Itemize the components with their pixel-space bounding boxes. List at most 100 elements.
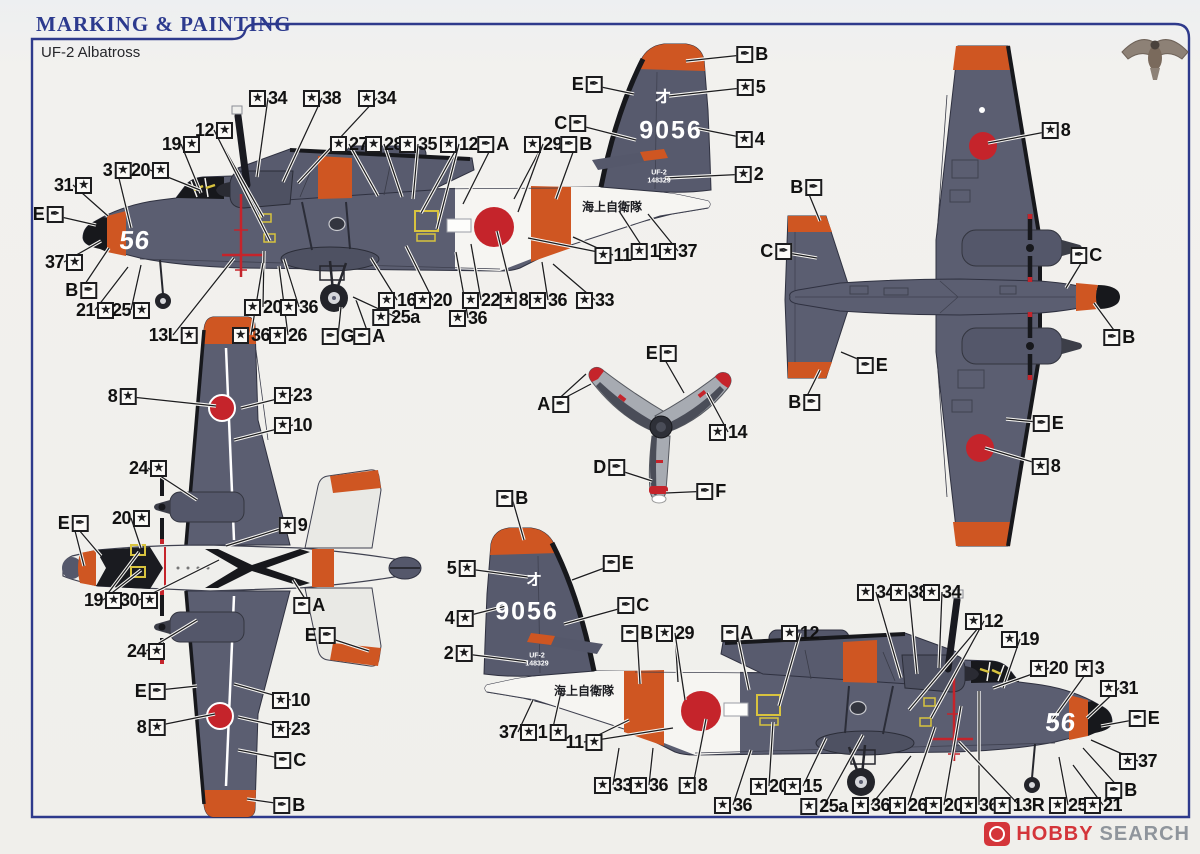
decal-icon: ★ bbox=[499, 291, 517, 309]
decal-icon: ★ bbox=[655, 624, 673, 642]
callout-paint-B: ✒B bbox=[496, 489, 528, 507]
callout-decal-37: ★37 bbox=[1118, 752, 1158, 770]
aircraft-marking: 56 bbox=[1043, 707, 1079, 737]
callout-decal-34: ★34 bbox=[922, 583, 962, 601]
callout-paint-E: E✒ bbox=[58, 514, 89, 532]
callout-paint-E: E✒ bbox=[33, 205, 64, 223]
decal-icon: ★ bbox=[594, 246, 612, 264]
decal-icon: ★ bbox=[364, 135, 382, 153]
callout-decal-1: ★1 bbox=[630, 242, 660, 260]
paint-brush-icon: ✒ bbox=[148, 682, 166, 700]
decal-icon: ★ bbox=[75, 176, 93, 194]
decal-icon: ★ bbox=[243, 298, 261, 316]
callout-text: 13R bbox=[1012, 795, 1045, 815]
decal-icon: ★ bbox=[713, 796, 731, 814]
callout-text: 35 bbox=[417, 134, 438, 154]
callout-decal-3: 3★ bbox=[103, 161, 132, 179]
callout-decal-5: ★5 bbox=[736, 78, 766, 96]
callout-text: 36 bbox=[870, 795, 891, 815]
decal-icon: ★ bbox=[148, 718, 166, 736]
decal-icon: ★ bbox=[523, 135, 541, 153]
callout-paint-A: ✒A bbox=[353, 327, 385, 345]
callout-text: A bbox=[496, 134, 509, 154]
decal-icon: ★ bbox=[455, 644, 473, 662]
callout-decal-13R: ★13R bbox=[993, 795, 1045, 815]
decal-icon: ★ bbox=[1048, 796, 1066, 814]
paint-brush-icon: ✒ bbox=[477, 135, 495, 153]
brand-hobby-text: HOBBY bbox=[1016, 822, 1094, 845]
paint-brush-icon: ✒ bbox=[602, 554, 620, 572]
paint-brush-icon: ✒ bbox=[551, 395, 569, 413]
paint-brush-icon: ✒ bbox=[1105, 781, 1123, 799]
paint-brush-icon: ✒ bbox=[496, 489, 514, 507]
callout-text: 20 bbox=[262, 297, 283, 317]
callout-paint-E: ✒E bbox=[602, 554, 634, 572]
callout-text: G bbox=[340, 326, 355, 346]
decal-icon: ★ bbox=[279, 298, 297, 316]
callout-paint-E: ✒E bbox=[1128, 709, 1160, 727]
callout-text: 20 bbox=[111, 508, 132, 528]
callout-text: 8 bbox=[697, 775, 708, 795]
callout-text: 11 bbox=[565, 732, 584, 752]
callout-text: 14 bbox=[727, 422, 748, 442]
callout-paint-A: A✒ bbox=[537, 395, 569, 413]
decal-icon: ★ bbox=[888, 796, 906, 814]
callout-text: B bbox=[65, 280, 78, 300]
callout-text: A bbox=[312, 595, 325, 615]
callout-paint-E: E✒ bbox=[135, 682, 166, 700]
callout-text: E bbox=[304, 625, 317, 645]
callout-text: 16 bbox=[396, 290, 417, 310]
paint-brush-icon: ✒ bbox=[696, 482, 714, 500]
callout-paint-B: ✒B bbox=[736, 45, 768, 63]
callout-paint-A: ✒A bbox=[721, 624, 753, 642]
decal-icon: ★ bbox=[268, 326, 286, 344]
callout-paint-B: ✒B bbox=[273, 796, 305, 814]
callout-decal-29: ★29 bbox=[655, 624, 695, 642]
callout-text: 37 bbox=[44, 252, 65, 272]
callout-text: 38 bbox=[321, 88, 342, 108]
decal-icon: ★ bbox=[889, 583, 907, 601]
callout-text: F bbox=[715, 481, 726, 501]
paint-brush-icon: ✒ bbox=[274, 751, 292, 769]
paint-brush-icon: ✒ bbox=[568, 114, 586, 132]
callout-decal-22: ★22 bbox=[461, 291, 501, 309]
callout-text: 37 bbox=[677, 241, 698, 261]
paint-brush-icon: ✒ bbox=[293, 596, 311, 614]
paint-brush-icon: ✒ bbox=[856, 356, 874, 374]
callout-text: E bbox=[571, 74, 584, 94]
callout-decal-8: ★8 bbox=[1041, 121, 1071, 139]
aircraft-marking: オ bbox=[525, 572, 543, 589]
decal-icon: ★ bbox=[658, 242, 676, 260]
callout-decal-24: 24★ bbox=[129, 459, 168, 477]
callout-decal-28: ★28 bbox=[364, 135, 404, 153]
decal-icon: ★ bbox=[231, 326, 249, 344]
callout-decal-31: 31★ bbox=[54, 176, 93, 194]
callout-text: 33 bbox=[594, 290, 615, 310]
decal-icon: ★ bbox=[148, 642, 166, 660]
decal-icon: ★ bbox=[575, 291, 593, 309]
callout-text: 37 bbox=[498, 722, 519, 742]
paint-brush-icon: ✒ bbox=[321, 327, 339, 345]
callout-paint-B: ✒B bbox=[621, 624, 653, 642]
side-view-left bbox=[82, 43, 712, 312]
callout-text: B bbox=[515, 488, 528, 508]
paint-brush-icon: ✒ bbox=[273, 796, 291, 814]
callout-decal-33: ★33 bbox=[593, 776, 633, 794]
callout-decal-4: ★4 bbox=[735, 130, 765, 148]
paint-brush-icon: ✒ bbox=[804, 178, 822, 196]
callout-text: 5 bbox=[446, 558, 457, 578]
callout-decal-36: ★36 bbox=[959, 796, 999, 814]
callout-text: E bbox=[32, 204, 45, 224]
callout-text: 24 bbox=[126, 641, 147, 661]
decal-icon: ★ bbox=[1118, 752, 1136, 770]
callout-text: 10 bbox=[290, 690, 311, 710]
callout-text: 10 bbox=[292, 415, 313, 435]
callout-text: 2 bbox=[443, 643, 454, 663]
callout-text: 8 bbox=[1050, 456, 1061, 476]
callout-decal-34: ★34 bbox=[248, 89, 288, 107]
callout-paint-D: D✒ bbox=[593, 458, 625, 476]
decal-icon: ★ bbox=[133, 301, 151, 319]
callout-text: A bbox=[372, 326, 385, 346]
